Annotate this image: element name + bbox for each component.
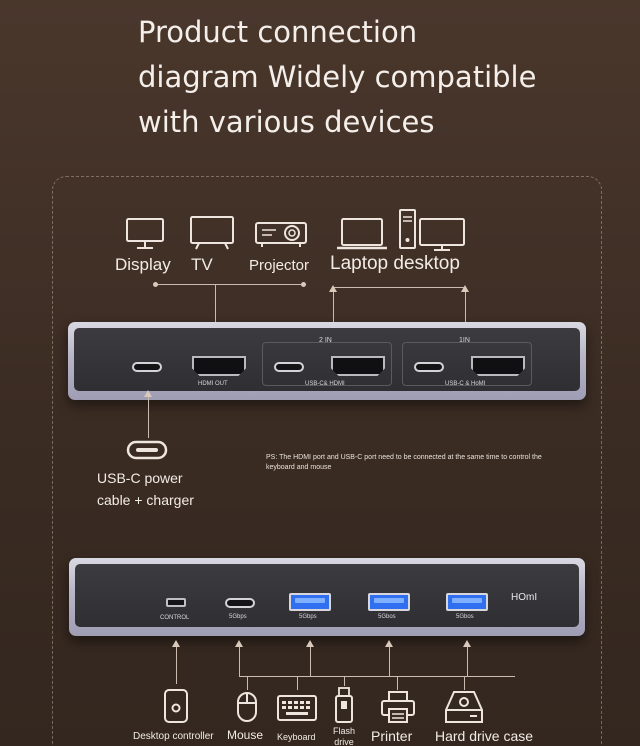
display-label: Display	[115, 255, 171, 274]
hdmi-logo: HOmI	[511, 592, 538, 603]
hard-drive-case-icon	[445, 691, 483, 723]
input-1-label: USB-C & HoMI	[445, 381, 486, 387]
input-1-usbc-port	[414, 362, 444, 372]
flash-drive-icon	[335, 687, 353, 723]
usbc-data-port	[225, 598, 255, 608]
input-1-hdmi-port	[471, 356, 525, 376]
usba-port-1-label: 5Gbps	[299, 614, 317, 620]
flash-drive-label-line-1: Flash	[332, 726, 355, 736]
input-1-group	[402, 342, 532, 386]
tv-icon	[190, 216, 234, 250]
connection-note: PS: The HDMI port and USB-C port need to…	[266, 453, 542, 473]
input-2-tag: 2 IN	[319, 337, 332, 344]
mouse-icon	[237, 692, 257, 722]
hdmi-out-label: HDMI OUT	[198, 381, 228, 387]
diagram-frame	[52, 176, 602, 746]
usba-port-3	[446, 593, 488, 611]
projector-label: Projector	[249, 257, 310, 274]
printer-icon	[381, 691, 415, 723]
arrow-up	[144, 390, 152, 397]
flash-drive-label-line-2: drive	[334, 737, 354, 746]
connection-note-line-2: keyboard and mouse	[266, 464, 332, 471]
input-2-hdmi-port	[331, 356, 385, 376]
input-2-label: USB-C& HDMI	[305, 381, 345, 387]
hdmi-out-connector-line	[215, 284, 216, 348]
input-1-connector-line	[465, 287, 466, 335]
power-label-line-1: USB-C power	[97, 470, 183, 486]
usba-port-2-label: 5Gbos	[378, 614, 396, 620]
arrow-up	[461, 285, 469, 292]
arrow-up	[235, 640, 243, 647]
printer-label: Printer	[371, 728, 413, 744]
desktop-computer-icon	[399, 209, 465, 251]
keyboard-label: Keyboard	[277, 732, 316, 742]
input-2-group	[262, 342, 392, 386]
laptop-desktop-label: Laptop desktop	[330, 253, 460, 274]
page-heading: Product connection diagram Widely compat…	[138, 10, 618, 145]
heading-line-2: diagram Widely compatible	[138, 60, 537, 94]
arrow-up	[385, 640, 393, 647]
arrow-up	[306, 640, 314, 647]
input-connector-line	[333, 287, 465, 288]
power-connector-line	[148, 392, 149, 438]
power-label-line-2: cable + charger	[97, 492, 194, 508]
heading-line-1: Product connection	[138, 15, 418, 49]
arrow-up	[329, 285, 337, 292]
control-port	[166, 598, 186, 607]
usba-port-1	[289, 593, 331, 611]
usba-1-connector-line	[310, 642, 311, 676]
usba-port-3-label: 5Gbos	[456, 614, 474, 620]
tv-label: TV	[191, 255, 213, 274]
keyboard-icon	[277, 695, 317, 721]
output-connector-line	[156, 284, 304, 285]
usbc-power-port	[132, 362, 162, 372]
desktop-controller-label: Desktop controller	[133, 731, 214, 742]
control-connector-line	[176, 642, 177, 684]
mouse-label: Mouse	[227, 728, 264, 742]
mouse-drop-line	[247, 676, 248, 690]
printer-drop-line	[397, 676, 398, 690]
hdmi-out-port	[192, 356, 246, 376]
hard-drive-case-label: Hard drive case	[435, 728, 534, 744]
usba-port-2	[368, 593, 410, 611]
power-label: USB-C power cable + charger	[97, 467, 194, 511]
peripheral-connector-line	[239, 676, 515, 677]
heading-line-3: with various devices	[138, 105, 435, 139]
control-port-label: CONTROL	[160, 615, 190, 621]
input-2-usbc-port	[274, 362, 304, 372]
connector-dot	[301, 282, 306, 287]
input-1-tag: 1IN	[459, 337, 470, 344]
connector-dot	[153, 282, 158, 287]
display-icon	[126, 218, 164, 249]
usbc-data-port-label: 5Gbps	[229, 614, 247, 620]
usbc-connector-line	[239, 642, 240, 676]
hard-drive-drop-line	[464, 676, 465, 690]
laptop-icon	[337, 218, 387, 250]
usbc-cable-icon	[126, 440, 168, 460]
usba-2-connector-line	[389, 642, 390, 676]
desktop-controller-icon	[164, 689, 188, 723]
input-2-connector-line	[333, 287, 334, 335]
flash-drive-label: Flash drive	[330, 726, 358, 746]
keyboard-drop-line	[297, 676, 298, 690]
flash-drive-drop-line	[344, 676, 345, 686]
connection-note-line-1: PS: The HDMI port and USB-C port need to…	[266, 454, 542, 461]
arrow-up	[463, 640, 471, 647]
arrow-up	[172, 640, 180, 647]
projector-icon	[255, 222, 307, 247]
usba-3-connector-line	[467, 642, 468, 676]
